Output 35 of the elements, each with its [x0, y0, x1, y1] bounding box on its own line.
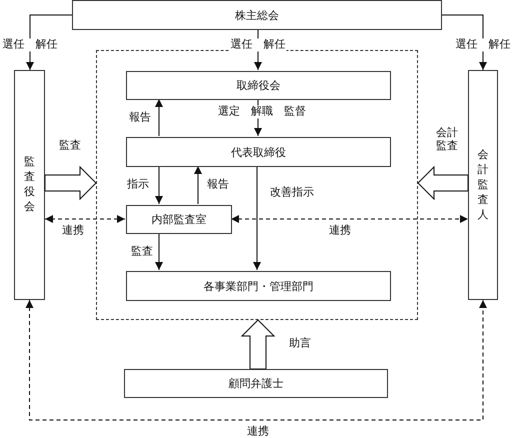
- process-box: 各事業部門・管理部門: [126, 271, 391, 301]
- arrow: [155, 166, 163, 204]
- process-box: 顧問弁護士: [124, 369, 388, 398]
- vertical-box: 監査役会: [14, 70, 45, 300]
- edge-label: 監査: [58, 140, 82, 152]
- edge-label: 選定 解職 監督: [217, 106, 307, 118]
- edge-label: 選任 解任: [2, 38, 58, 52]
- edge-label: 会計監査: [435, 127, 461, 153]
- edge-label: 選任 解任: [230, 38, 286, 52]
- arrow: [155, 98, 163, 136]
- block-arrow: [44, 166, 97, 200]
- edge-label: 報告: [128, 112, 152, 124]
- process-box: 取締役会: [126, 71, 391, 100]
- edge-label: 連携: [328, 224, 352, 238]
- edge-label: 監査: [130, 246, 154, 258]
- edge-label: 選任 解任: [454, 38, 512, 52]
- edge-label: 報告: [206, 178, 230, 192]
- process-box: 内部監査室: [126, 205, 232, 234]
- dashed-arrow: [26, 300, 487, 420]
- arrow: [253, 166, 261, 270]
- arrow: [155, 232, 163, 270]
- edge-label: 指示: [126, 178, 150, 192]
- dashed-arrow: [44, 215, 126, 223]
- process-box: 代表取締役: [126, 137, 391, 167]
- edge-label: 連携: [246, 426, 270, 438]
- boundary-box: [96, 50, 418, 320]
- block-arrow: [417, 166, 468, 200]
- edge-label: 連携: [61, 224, 85, 238]
- vertical-box: 会計監査人: [468, 70, 498, 300]
- meeting-box: 株主総会: [72, 0, 442, 30]
- arrow: [194, 166, 202, 204]
- edge-label: 改善指示: [269, 186, 315, 200]
- edge-label: 助言: [288, 338, 312, 350]
- block-arrow: [240, 319, 276, 370]
- dashed-arrow: [230, 215, 468, 223]
